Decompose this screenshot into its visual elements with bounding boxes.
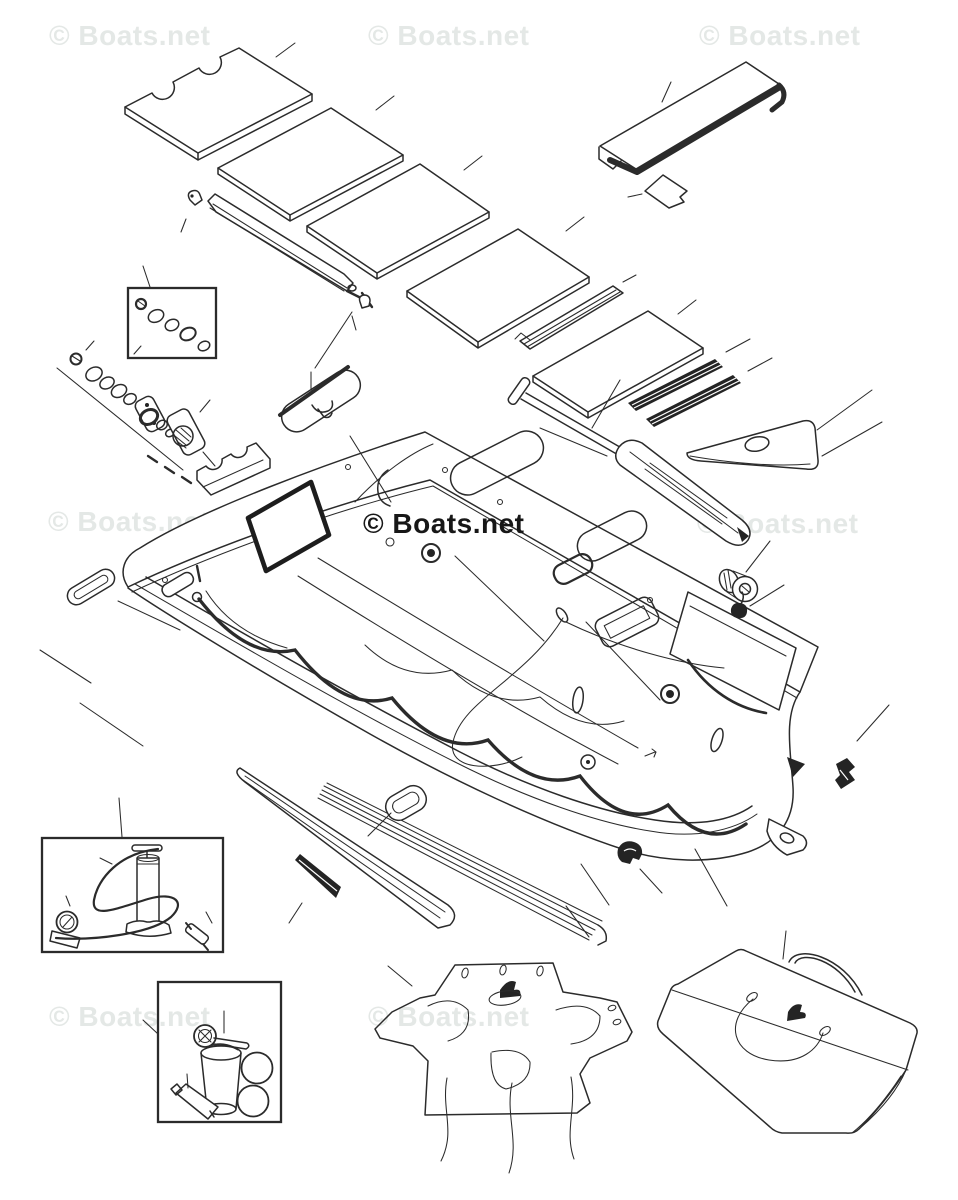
rail-end-clip-icon bbox=[187, 189, 203, 206]
floorboard-panel-4 bbox=[406, 216, 590, 349]
carry-bag bbox=[656, 930, 918, 1134]
seat-slider bbox=[627, 174, 688, 209]
side-joiner-rail bbox=[180, 189, 374, 331]
floorboard-panel-3 bbox=[306, 155, 490, 280]
bench-seat bbox=[598, 61, 787, 175]
seat-bracket bbox=[196, 442, 271, 496]
pump-hose bbox=[54, 847, 180, 940]
paddle bbox=[507, 376, 751, 546]
floorboard-panel-2 bbox=[217, 95, 404, 222]
air-valve-with-cap bbox=[718, 540, 785, 619]
watermark-text: © Boats.net bbox=[368, 20, 530, 51]
hose-adapter-icon bbox=[184, 922, 210, 951]
foot-pump-kit-box bbox=[40, 797, 225, 954]
bag-handle bbox=[788, 953, 863, 996]
grab-handle-pad bbox=[384, 784, 428, 822]
floorboard-panel-1 bbox=[124, 42, 313, 161]
valve-assembly-parts bbox=[56, 340, 216, 485]
keel-rub-strakes bbox=[236, 767, 608, 946]
floorboard-panel-5 bbox=[532, 299, 704, 419]
brand-logo-icon bbox=[787, 1004, 806, 1021]
drawstring bbox=[735, 998, 824, 1062]
watermark-text: © Boats.net bbox=[49, 20, 211, 51]
valve-cap-icon bbox=[730, 602, 748, 619]
pressure-gauge-icon bbox=[49, 895, 81, 949]
repair-patch bbox=[236, 1084, 270, 1118]
rail-end-clip-icon bbox=[358, 294, 371, 309]
valve-oring-kit-box bbox=[126, 265, 218, 360]
brand-logo-icon bbox=[500, 981, 521, 998]
bow-corner-panel bbox=[686, 389, 883, 471]
floor-stringer bbox=[514, 274, 637, 350]
watermark-text: © Boats.net bbox=[49, 1001, 211, 1032]
bow-grab-handle bbox=[66, 568, 181, 631]
repair-patch bbox=[240, 1051, 274, 1085]
oarlock-pad bbox=[278, 365, 362, 433]
towing-ring bbox=[766, 818, 808, 856]
keel-stringers-dark bbox=[628, 338, 773, 427]
lifeline-rope bbox=[197, 597, 748, 836]
seat-mount-patch bbox=[245, 479, 332, 574]
transom-clip-icon bbox=[835, 758, 855, 789]
bow-handle bbox=[161, 571, 195, 598]
inflatable-hull bbox=[127, 557, 855, 864]
hull-fabric-pattern bbox=[374, 962, 633, 1174]
glue-tube-icon bbox=[170, 1073, 219, 1120]
watermark-text: © Boats.net bbox=[363, 508, 525, 539]
drain-plug-icon bbox=[617, 841, 643, 864]
repair-kit-box bbox=[142, 980, 283, 1124]
watermark-text: © Boats.net bbox=[699, 20, 861, 51]
watermark-text: © Boats.net bbox=[368, 1001, 530, 1032]
leader-lines bbox=[39, 311, 890, 907]
